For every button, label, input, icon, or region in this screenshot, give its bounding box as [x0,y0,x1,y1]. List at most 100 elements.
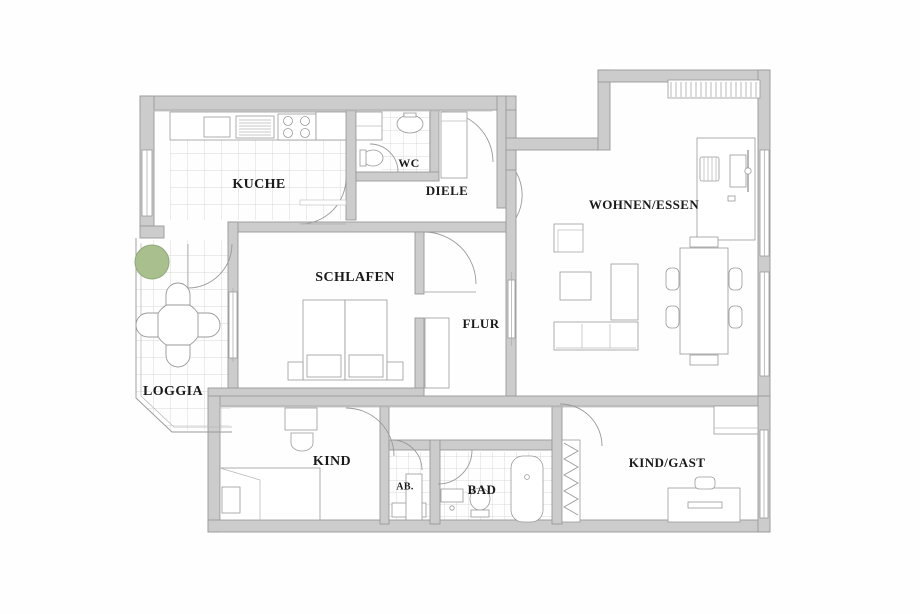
wall-schlafen-right-lower [414,317,425,393]
round-table [154,301,202,349]
pillow-right [348,354,384,378]
dining-chair-left-2 [665,305,680,329]
guest-headrest [694,476,716,490]
diele-furniture [440,111,468,179]
room-label-wohnen-essen: WOHNEN/ESSEN [589,197,699,212]
wall-kitchen-wc [345,109,357,221]
wall-schlafen-top [227,221,507,233]
wall-ab-top [388,439,431,451]
wall-bad-right [551,405,563,525]
room-label-bad: BAD [468,482,497,497]
wall-bad-top [439,439,553,451]
potted-plant-icon [134,244,170,280]
wall-schlafen-right-upper [414,231,425,295]
room-label-flur: FLUR [463,316,500,331]
radiator-fins [563,442,579,516]
room-label-wc: WC [398,156,419,170]
loggia-chair-top [165,282,191,306]
bathtub [510,455,544,523]
room-label-diele: DIELE [426,183,468,198]
storage-fixtures [391,473,427,521]
bathroom-fixtures [440,439,581,523]
dining-chair-bottom [689,354,719,366]
room-label-kind-gast: KIND/GAST [629,455,706,470]
burner-1 [283,116,293,126]
pillow-left [306,354,342,378]
diele-wardrobe [440,111,468,179]
bathroom-radiator [561,439,581,523]
door-wc [369,143,399,173]
room-label-kind: KIND [313,454,351,469]
kitchen-cooktop [277,113,317,141]
bathroom-washbasin [440,488,464,503]
kitchen-sink [203,116,231,138]
guest-bed-detail [687,501,723,509]
desk-item [727,195,736,202]
door-bad [437,449,473,485]
loggia-chair-bottom [165,344,191,368]
burner-4 [300,128,310,138]
door-kind [345,407,395,457]
dining-table [679,247,729,355]
guest-wardrobe [713,405,759,435]
child-nightstand [221,486,241,514]
room-label-schlafen: SCHLAFEN [315,270,394,285]
kitchen-cabinet-a [315,111,347,141]
child-desk-chair [290,432,314,452]
desk-lamp [744,167,752,175]
wall-jog-horz [505,137,599,151]
bedroom-wardrobe [424,317,450,389]
windows [141,149,770,519]
dining-chair-left-1 [665,267,680,291]
sideboard [610,263,639,321]
desk-monitor [729,154,747,188]
kitchen-tile-floor [170,140,346,220]
loggia-furniture [135,282,221,368]
doors [187,111,603,485]
wc-washbasin [396,114,424,134]
wall-bottom-left [207,395,221,533]
living-furniture [553,79,761,366]
wall-wc-right [429,109,440,181]
child-desk [284,407,318,431]
wall-ab-right [429,439,441,525]
dining-chair-top [689,236,719,248]
sofa [553,321,639,351]
door-ab [391,439,423,471]
room-label-kuche: KUCHE [232,177,285,192]
room-label-ab: AB. [396,481,414,492]
dining-chair-right-2 [728,305,743,329]
kitchen-fixtures [169,111,383,141]
loggia-chair-right [197,312,221,338]
nightstand-right [386,361,404,381]
loggia-railing-outer [135,238,232,433]
dining-chair-right-1 [728,267,743,291]
wc-fixtures [359,112,424,167]
wc-cistern [359,149,367,167]
door-kitchen-loggia [187,243,233,289]
child-room-furniture [219,407,321,521]
kitchen-appliance [235,115,275,139]
wc-faucet [403,112,417,118]
desk-chair [699,156,720,182]
wall-diele-right [496,95,507,209]
loggia-chair-left [135,312,159,338]
burner-3 [283,128,293,138]
door-kindgast [559,403,603,447]
wall-top-left [139,95,507,111]
wall-bottom-block-top [207,395,771,407]
bedroom-furniture [287,299,450,389]
door-schlafen [423,231,477,285]
guest-room-furniture [667,405,759,523]
room-labels: KUCHE WC DIELE WOHNEN/ESSEN SCHLAFEN FLU… [143,156,705,497]
bathroom-cistern [470,509,490,518]
storage-cabinet [405,473,423,521]
curtain-folds [670,82,757,97]
door-diele-wohnen [515,171,523,219]
coffee-table [559,271,592,301]
desk [696,137,756,241]
bathroom-basin-drain [449,505,455,511]
wall-left-stub [139,225,165,239]
